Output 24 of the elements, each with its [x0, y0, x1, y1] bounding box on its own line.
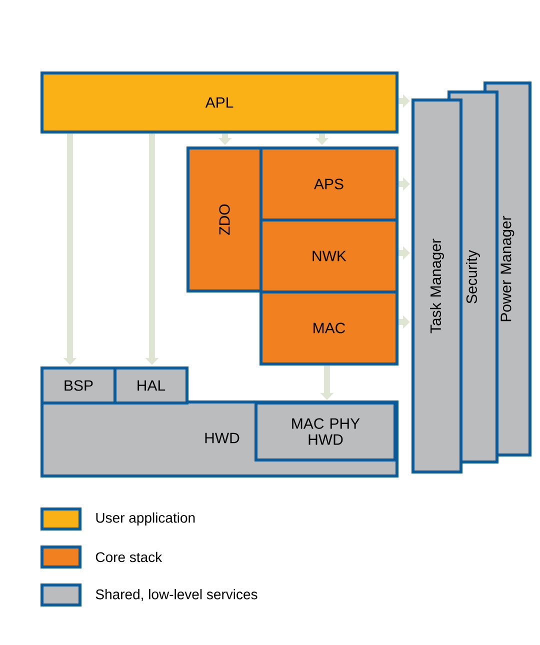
- legend-label: User application: [96, 512, 195, 526]
- layer-label: ZDO: [219, 204, 230, 235]
- layer-label: Power Manager: [500, 216, 514, 322]
- layer-box: [260, 290, 398, 366]
- layer-box: [260, 218, 398, 294]
- layer-label: HWD: [205, 432, 240, 444]
- legend-label: Core stack: [96, 552, 162, 562]
- layer-label: Task Manager: [430, 238, 444, 334]
- legend-label: Shared, low-level services: [96, 589, 258, 601]
- service-pillar: [412, 98, 462, 474]
- layer-box: [186, 146, 262, 292]
- layer-label: MAC PHY HWD: [292, 418, 360, 445]
- layer-box: [40, 366, 116, 404]
- layer-label: APS: [314, 178, 344, 190]
- layer-label: NWK: [312, 250, 346, 262]
- layer-label: BSP: [64, 380, 93, 391]
- layer-label: MAC: [314, 322, 346, 334]
- layer-label: APL: [205, 97, 234, 108]
- layer-box: [114, 366, 188, 404]
- layer-box: [40, 72, 398, 134]
- layer-box: [254, 402, 396, 462]
- layer-label: Security: [466, 250, 480, 304]
- layer-label: HAL: [138, 380, 166, 391]
- layer-box: [260, 146, 398, 222]
